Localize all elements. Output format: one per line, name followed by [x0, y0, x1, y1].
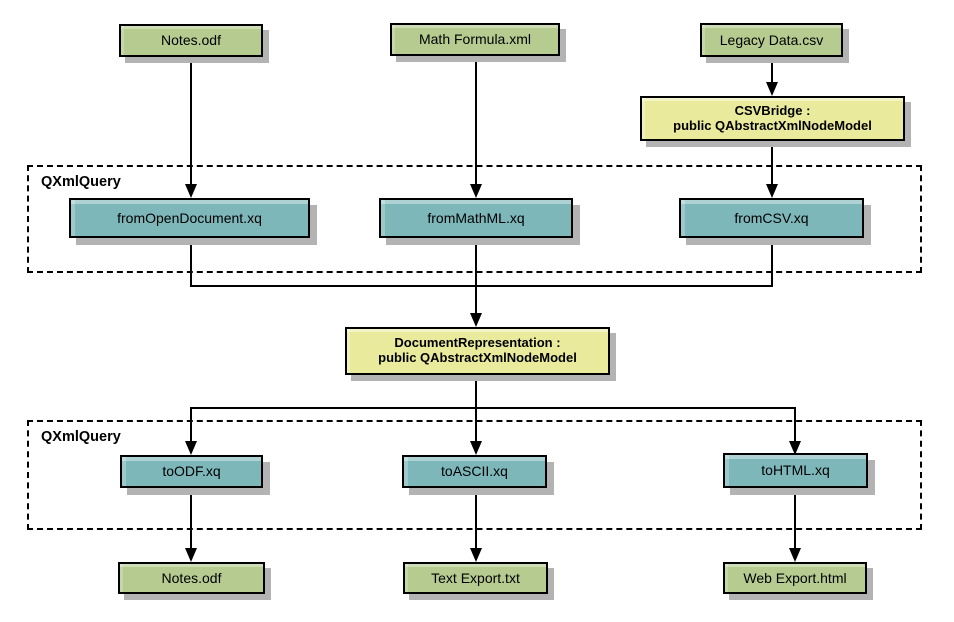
node-fromopendocument-xq-label: fromOpenDocument.xq [117, 209, 262, 226]
connector-frommathml-to-documentrepresentation [475, 238, 477, 314]
node-fromcsv-xq: fromCSV.xq [679, 198, 864, 238]
group-qxmlquery-input: QXmlQuery [27, 165, 922, 273]
connector-documentrepresentation-down [475, 375, 477, 409]
connector-split-to-tohtml [794, 407, 796, 443]
arrowhead-into-fromopendocument [185, 184, 197, 198]
node-text-export-txt-label: Text Export.txt [431, 569, 520, 586]
arrowhead-into-notes-bottom [185, 548, 197, 562]
arrowhead-into-textexport [470, 548, 482, 562]
node-tohtml-xq-label: toHTML.xq [761, 462, 830, 479]
node-documentrepresentation: DocumentRepresentation : public QAbstrac… [345, 327, 610, 375]
node-frommathml-xq: fromMathML.xq [379, 198, 573, 238]
node-csvbridge-line1: CSVBridge : [734, 102, 811, 118]
connector-toascii-to-textexport [475, 488, 477, 549]
group-qxmlquery-output-label: QXmlQuery [41, 429, 121, 445]
connector-mathformula-to-frommathml [475, 55, 477, 185]
connector-fromcsv-down [771, 238, 773, 287]
node-legacy-data-csv-label: Legacy Data.csv [719, 31, 824, 48]
node-documentrepresentation-line2: public QAbstractXmlNodeModel [378, 350, 577, 365]
connector-legacydata-to-csvbridge [771, 57, 773, 84]
arrowhead-into-frommathml [470, 184, 482, 198]
connector-fromopendocument-down [190, 238, 192, 287]
arrowhead-into-fromcsv [766, 184, 778, 198]
connector-csvbridge-to-fromcsv [771, 141, 773, 185]
node-documentrepresentation-line1: DocumentRepresentation : [394, 335, 561, 351]
node-notes-odf-top-label: Notes.odf [161, 32, 221, 49]
node-toascii-xq: toASCII.xq [402, 455, 547, 488]
connector-split-horizontal [190, 407, 796, 409]
node-toascii-xq-label: toASCII.xq [441, 463, 508, 480]
node-notes-odf-bottom-label: Notes.odf [161, 569, 222, 586]
arrowhead-into-tohtml [789, 441, 801, 455]
node-math-formula-xml-label: Math Formula.xml [418, 31, 532, 48]
group-qxmlquery-input-label: QXmlQuery [41, 174, 121, 190]
node-web-export-html: Web Export.html [723, 562, 867, 594]
connector-split-to-toodf [190, 407, 192, 443]
node-notes-odf-bottom: Notes.odf [118, 562, 265, 594]
arrowhead-into-documentrepresentation [470, 313, 482, 327]
node-legacy-data-csv: Legacy Data.csv [700, 23, 843, 57]
node-toodf-xq-label: toODF.xq [162, 463, 221, 480]
node-text-export-txt: Text Export.txt [403, 562, 548, 594]
node-fromcsv-xq-label: fromCSV.xq [734, 209, 809, 226]
arrowhead-into-webexport [789, 548, 801, 562]
node-fromopendocument-xq: fromOpenDocument.xq [69, 198, 310, 238]
arrowhead-into-csvbridge [766, 82, 778, 96]
arrowhead-into-toascii [470, 441, 482, 455]
node-tohtml-xq: toHTML.xq [723, 453, 868, 488]
node-toodf-xq: toODF.xq [120, 455, 263, 488]
group-qxmlquery-output: QXmlQuery [27, 420, 922, 530]
node-csvbridge: CSVBridge : public QAbstractXmlNodeModel [640, 96, 905, 141]
node-csvbridge-line2: public QAbstractXmlNodeModel [673, 117, 872, 133]
connector-merge-horizontal [190, 285, 773, 287]
connector-split-to-toascii [475, 407, 477, 443]
node-notes-odf-top: Notes.odf [119, 24, 263, 57]
node-frommathml-xq-label: fromMathML.xq [427, 209, 525, 226]
node-math-formula-xml: Math Formula.xml [390, 23, 560, 56]
node-web-export-html-label: Web Export.html [743, 569, 847, 586]
connector-notes-to-fromopendocument [190, 57, 192, 185]
connector-tohtml-to-webexport [794, 488, 796, 549]
connector-toodf-to-notes [190, 488, 192, 549]
arrowhead-into-toodf [185, 441, 197, 455]
